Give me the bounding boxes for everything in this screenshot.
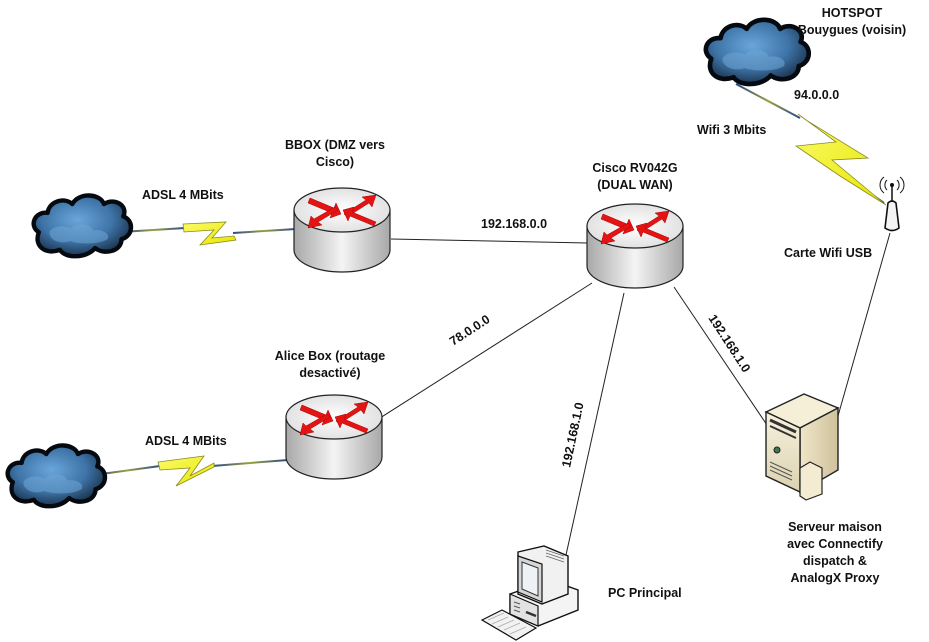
cloud-icon (34, 195, 131, 256)
pc-label: PC Principal (608, 586, 682, 600)
lightning-link-adsl-top (121, 221, 297, 246)
link-server-wifi (835, 232, 891, 424)
server-label-line4: AnalogX Proxy (790, 571, 880, 585)
lightning-link-adsl-bottom (93, 455, 289, 487)
link-label-wifi: Wifi 3 Mbits (697, 123, 767, 137)
link-label-adsl-bottom: ADSL 4 MBits (145, 434, 227, 448)
connection-lines (379, 232, 891, 556)
desktop-computer-icon[interactable] (480, 545, 579, 641)
link-label-bbox-cisco: 192.168.0.0 (481, 217, 548, 231)
bbox-label-line1: BBOX (DMZ vers (284, 138, 386, 152)
wifi-card-label: Carte Wifi USB (784, 246, 873, 260)
link-label-hotspot-net: 94.0.0.0 (794, 88, 840, 102)
alice-label: Alice Box (routage desactivé) (260, 348, 400, 382)
hotspot-label-line2: Bouygues (voisin) (797, 23, 907, 37)
link-label-adsl-top: ADSL 4 MBits (142, 188, 224, 202)
server-label: Serveur maison avec Connectify dispatch … (770, 519, 900, 587)
link-cisco-server (673, 286, 768, 426)
alice-label-line1: Alice Box (routage (274, 349, 386, 363)
server-label-line1: Serveur maison (788, 520, 882, 534)
router-icon-bbox[interactable] (293, 187, 391, 273)
cisco-label-line1: Cisco RV042G (592, 161, 678, 175)
link-label-alice-cisco: 78.0.0.0 (447, 312, 493, 348)
lightning-link-wifi (735, 83, 887, 206)
server-label-line2: avec Connectify (787, 537, 883, 551)
link-alice-cisco (379, 282, 593, 419)
wifi-antenna-icon[interactable] (879, 176, 905, 232)
link-label-cisco-pc: 192.168.1.0 (559, 401, 586, 469)
router-icon-alice[interactable] (285, 394, 383, 480)
link-bbox-cisco (390, 238, 589, 244)
cloud-icon (8, 445, 105, 506)
link-cisco-pc (565, 292, 625, 556)
router-icon-cisco[interactable] (586, 203, 684, 289)
server-tower-icon[interactable] (764, 393, 840, 501)
alice-label-line2: desactivé) (299, 366, 361, 380)
bbox-label-line2: Cisco) (315, 155, 355, 169)
bbox-label: BBOX (DMZ vers Cisco) (270, 137, 400, 171)
server-label-line3: dispatch & (803, 554, 867, 568)
hotspot-label-line1: HOTSPOT (821, 6, 883, 20)
cisco-label: Cisco RV042G (DUAL WAN) (570, 160, 700, 194)
cisco-label-line2: (DUAL WAN) (597, 178, 673, 192)
hotspot-label: HOTSPOT Bouygues (voisin) (782, 5, 922, 39)
